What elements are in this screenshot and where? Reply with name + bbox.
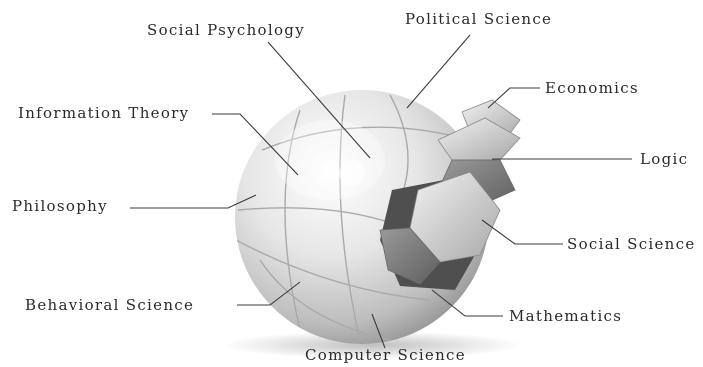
label-logic: Logic: [640, 150, 688, 168]
label-social-science: Social Science: [567, 235, 696, 253]
leader-political-science: [407, 35, 470, 108]
label-mathematics: Mathematics: [509, 307, 622, 325]
label-behavioral-science: Behavioral Science: [25, 296, 194, 314]
label-political-science: Political Science: [405, 10, 552, 28]
sphere-highlight: [275, 120, 385, 200]
label-computer-science: Computer Science: [305, 346, 466, 364]
label-social-psychology: Social Psychology: [147, 21, 305, 39]
label-information-theory: Information Theory: [18, 104, 189, 122]
label-philosophy: Philosophy: [12, 197, 108, 215]
label-economics: Economics: [545, 79, 639, 97]
sphere-glint: [339, 160, 365, 186]
